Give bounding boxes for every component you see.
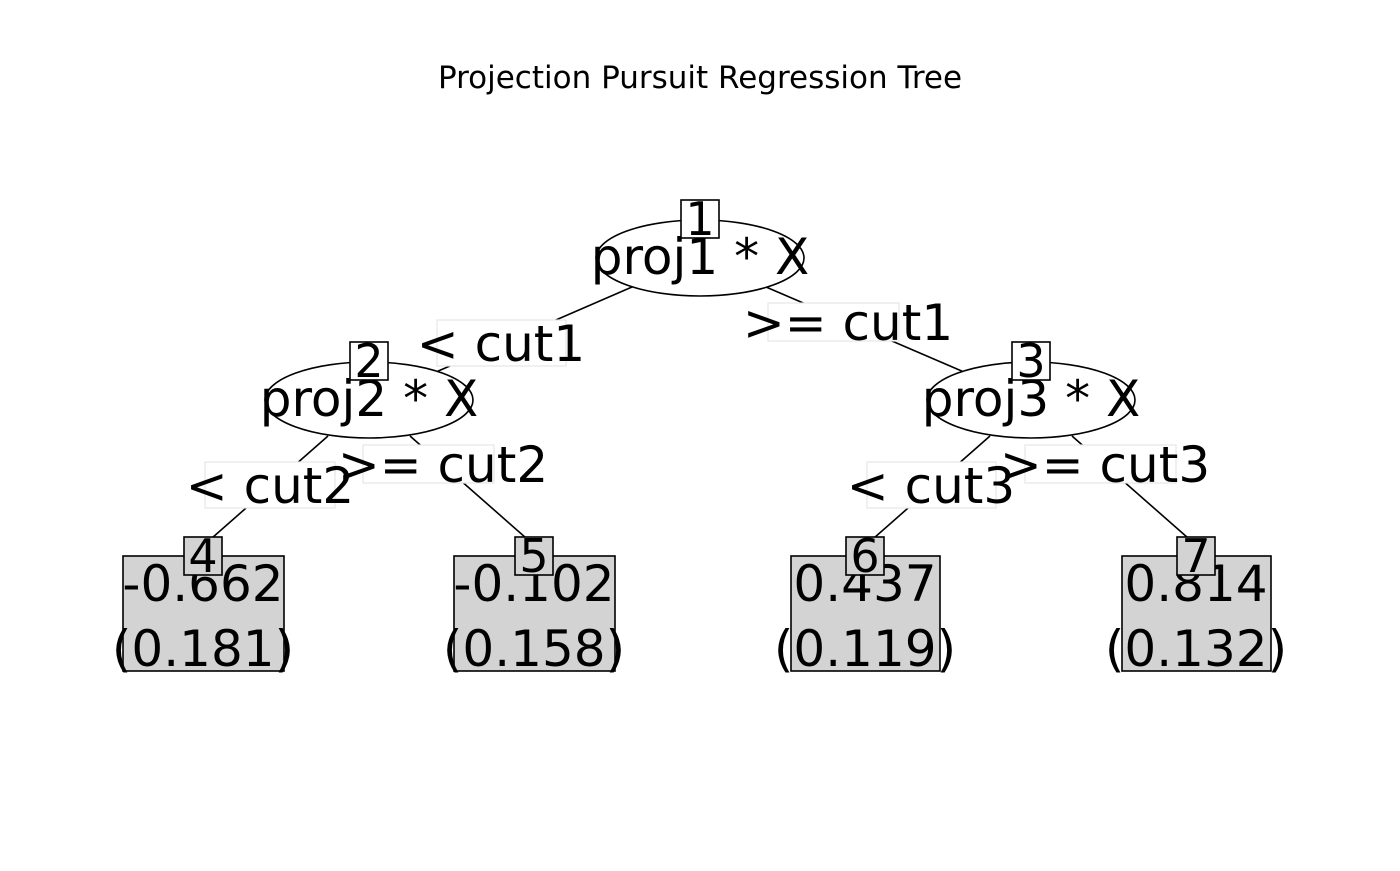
split-node-3: proj3 * X 3 bbox=[922, 334, 1140, 439]
node-id-box bbox=[1176, 536, 1216, 576]
node-id-box bbox=[680, 199, 720, 239]
leaf-node-5: -0.102 (0.158) 5 bbox=[443, 529, 625, 678]
edge-label: >= cut1 bbox=[743, 294, 953, 352]
node-id-box bbox=[1011, 341, 1051, 381]
edge-label: < cut2 bbox=[186, 457, 354, 515]
node-id-box bbox=[349, 341, 389, 381]
edge-1-2: < cut1 bbox=[417, 286, 633, 373]
edge-2-4: < cut2 bbox=[186, 435, 354, 546]
node-id: 2 bbox=[354, 334, 383, 388]
node-id: 3 bbox=[1016, 334, 1045, 388]
split-node-2: proj2 * X 2 bbox=[260, 334, 478, 439]
leaf-sd: (0.181) bbox=[112, 620, 294, 678]
node-id: 1 bbox=[685, 192, 714, 246]
diagram-title: Projection Pursuit Regression Tree bbox=[438, 60, 962, 96]
node-id: 4 bbox=[188, 529, 217, 583]
node-id: 6 bbox=[850, 529, 879, 583]
edge-label-box bbox=[767, 302, 900, 342]
edge-label: < cut1 bbox=[417, 315, 585, 373]
leaf-node-4: -0.662 (0.181) 4 bbox=[112, 529, 294, 678]
node-id-box bbox=[514, 536, 554, 576]
node-id: 7 bbox=[1181, 529, 1210, 583]
edge-label: >= cut2 bbox=[338, 436, 548, 494]
edge-label-box bbox=[436, 319, 567, 367]
node-id-box bbox=[183, 536, 223, 576]
edge-2-5: >= cut2 bbox=[338, 435, 548, 546]
leaf-node-6: 0.437 (0.119) 6 bbox=[774, 529, 956, 678]
edge-label-box bbox=[866, 461, 997, 509]
leaf-sd: (0.158) bbox=[443, 620, 625, 678]
edge-3-6: < cut3 bbox=[847, 435, 1015, 546]
edge-label-box bbox=[362, 444, 495, 484]
edge-label-box bbox=[1024, 444, 1177, 484]
edge-label-box bbox=[204, 461, 336, 509]
edge-label: < cut3 bbox=[847, 457, 1015, 515]
split-node-1: proj1 * X 1 bbox=[591, 192, 809, 297]
edge-label: >= cut3 bbox=[1000, 436, 1210, 494]
node-id: 5 bbox=[519, 529, 548, 583]
edge-1-3: >= cut1 bbox=[743, 286, 965, 373]
leaf-sd: (0.132) bbox=[1105, 620, 1287, 678]
edge-3-7: >= cut3 bbox=[1000, 435, 1210, 546]
leaf-node-7: 0.814 (0.132) 7 bbox=[1105, 529, 1287, 678]
leaf-sd: (0.119) bbox=[774, 620, 956, 678]
node-id-box bbox=[845, 536, 885, 576]
